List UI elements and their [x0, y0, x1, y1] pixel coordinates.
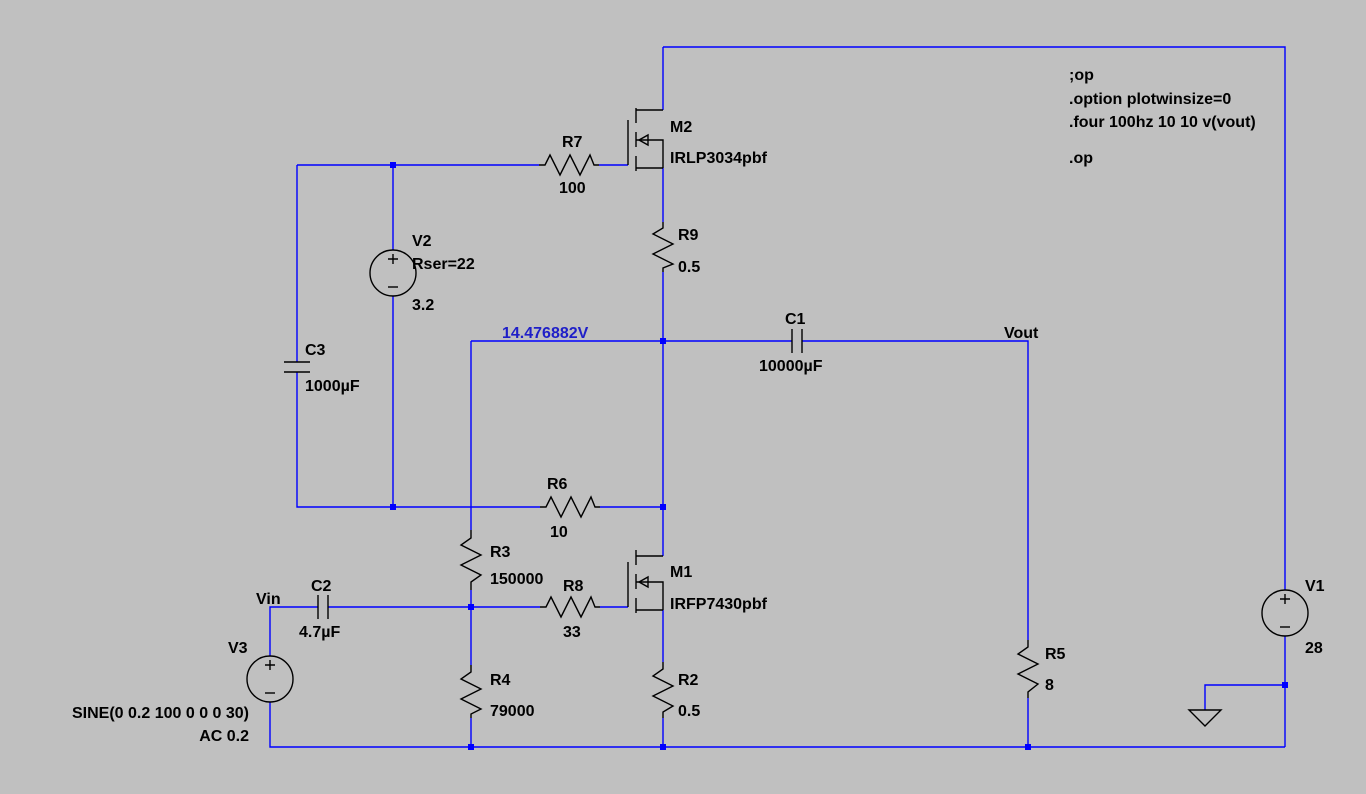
wires	[269, 46, 1286, 748]
c2-value: 4.7µF	[299, 624, 340, 641]
wire-ground-return	[269, 702, 1285, 748]
c1-name: C1	[785, 311, 806, 328]
v3-value: SINE(0 0.2 100 0 0 0 30)	[72, 705, 249, 722]
voltage-source-v3[interactable]	[246, 655, 294, 703]
wire-supply-top	[663, 46, 1286, 590]
r6-value: 10	[550, 524, 568, 541]
r3-name: R3	[490, 544, 511, 561]
m1-model: IRFP7430pbf	[670, 596, 768, 613]
r4-name: R4	[490, 672, 511, 689]
capacitor-c2[interactable]	[317, 595, 329, 619]
r9-name: R9	[678, 227, 699, 244]
m2-model: IRLP3034pbf	[670, 150, 768, 167]
junction-dot	[468, 744, 474, 750]
voltage-source-v2[interactable]	[369, 249, 417, 297]
junction-dot	[468, 604, 474, 610]
r8-name: R8	[563, 578, 584, 595]
component-labels: M2 IRLP3034pbf M1 IRFP7430pbf R7 100 R9 …	[72, 119, 1325, 745]
wire-c1-vout	[802, 340, 1029, 640]
directive-line[interactable]: .op	[1069, 150, 1093, 167]
junction-dot	[390, 504, 396, 510]
mosfet-m1[interactable]	[627, 550, 664, 613]
junction-dot	[1282, 682, 1288, 688]
c2-name: C2	[311, 578, 332, 595]
r8-value: 33	[563, 624, 581, 641]
r5-name: R5	[1045, 646, 1066, 663]
c3-name: C3	[305, 342, 326, 359]
c3-value: 1000µF	[305, 378, 360, 395]
junction-dot	[660, 504, 666, 510]
r5-value: 8	[1045, 677, 1054, 694]
v2-name: V2	[412, 233, 432, 250]
v1-name: V1	[1305, 578, 1325, 595]
spice-directives: ;op .option plotwinsize=0 .four 100hz 10…	[1069, 67, 1256, 167]
directive-line[interactable]: .option plotwinsize=0	[1069, 91, 1231, 108]
resistor-r6[interactable]	[540, 495, 600, 519]
v2-value: 3.2	[412, 297, 434, 314]
capacitor-c3[interactable]	[284, 361, 310, 373]
r2-name: R2	[678, 672, 699, 689]
junction-dot	[660, 744, 666, 750]
ground-symbol	[1187, 709, 1223, 727]
wire-c3-bottom	[296, 372, 540, 508]
resistor-r7[interactable]	[539, 153, 599, 177]
mosfet-m2[interactable]	[627, 108, 664, 171]
capacitor-c1[interactable]	[791, 329, 803, 353]
resistor-r2[interactable]	[651, 662, 675, 718]
r4-value: 79000	[490, 703, 535, 720]
junction-dots	[390, 162, 1288, 750]
resistor-r9[interactable]	[651, 222, 675, 272]
directive-line[interactable]: ;op	[1069, 67, 1094, 84]
junction-dot	[1025, 744, 1031, 750]
resistor-r5[interactable]	[1016, 640, 1040, 698]
c1-value: 10000µF	[759, 358, 823, 375]
v2-param: Rser=22	[412, 256, 475, 273]
junction-dot	[660, 338, 666, 344]
node-voltage-label: 14.476882V	[502, 325, 589, 342]
directive-line[interactable]: .four 100hz 10 10 v(vout)	[1069, 114, 1256, 131]
net-label-vin: Vin	[256, 591, 281, 608]
v1-value: 28	[1305, 640, 1323, 657]
wire-ground	[1204, 684, 1285, 710]
resistor-r4[interactable]	[459, 665, 483, 718]
m2-name: M2	[670, 119, 692, 136]
resistor-r8[interactable]	[540, 595, 600, 619]
resistor-r3[interactable]	[459, 530, 483, 590]
r9-value: 0.5	[678, 259, 700, 276]
r2-value: 0.5	[678, 703, 700, 720]
m1-name: M1	[670, 564, 692, 581]
r3-value: 150000	[490, 571, 543, 588]
voltage-source-v1[interactable]	[1261, 589, 1309, 637]
wire-vin	[269, 606, 318, 656]
r7-value: 100	[559, 180, 586, 197]
net-label-vout: Vout	[1004, 325, 1039, 342]
r7-name: R7	[562, 134, 583, 151]
junction-dot	[390, 162, 396, 168]
r6-name: R6	[547, 476, 568, 493]
v3-name: V3	[228, 640, 248, 657]
v3-ac: AC 0.2	[199, 728, 249, 745]
